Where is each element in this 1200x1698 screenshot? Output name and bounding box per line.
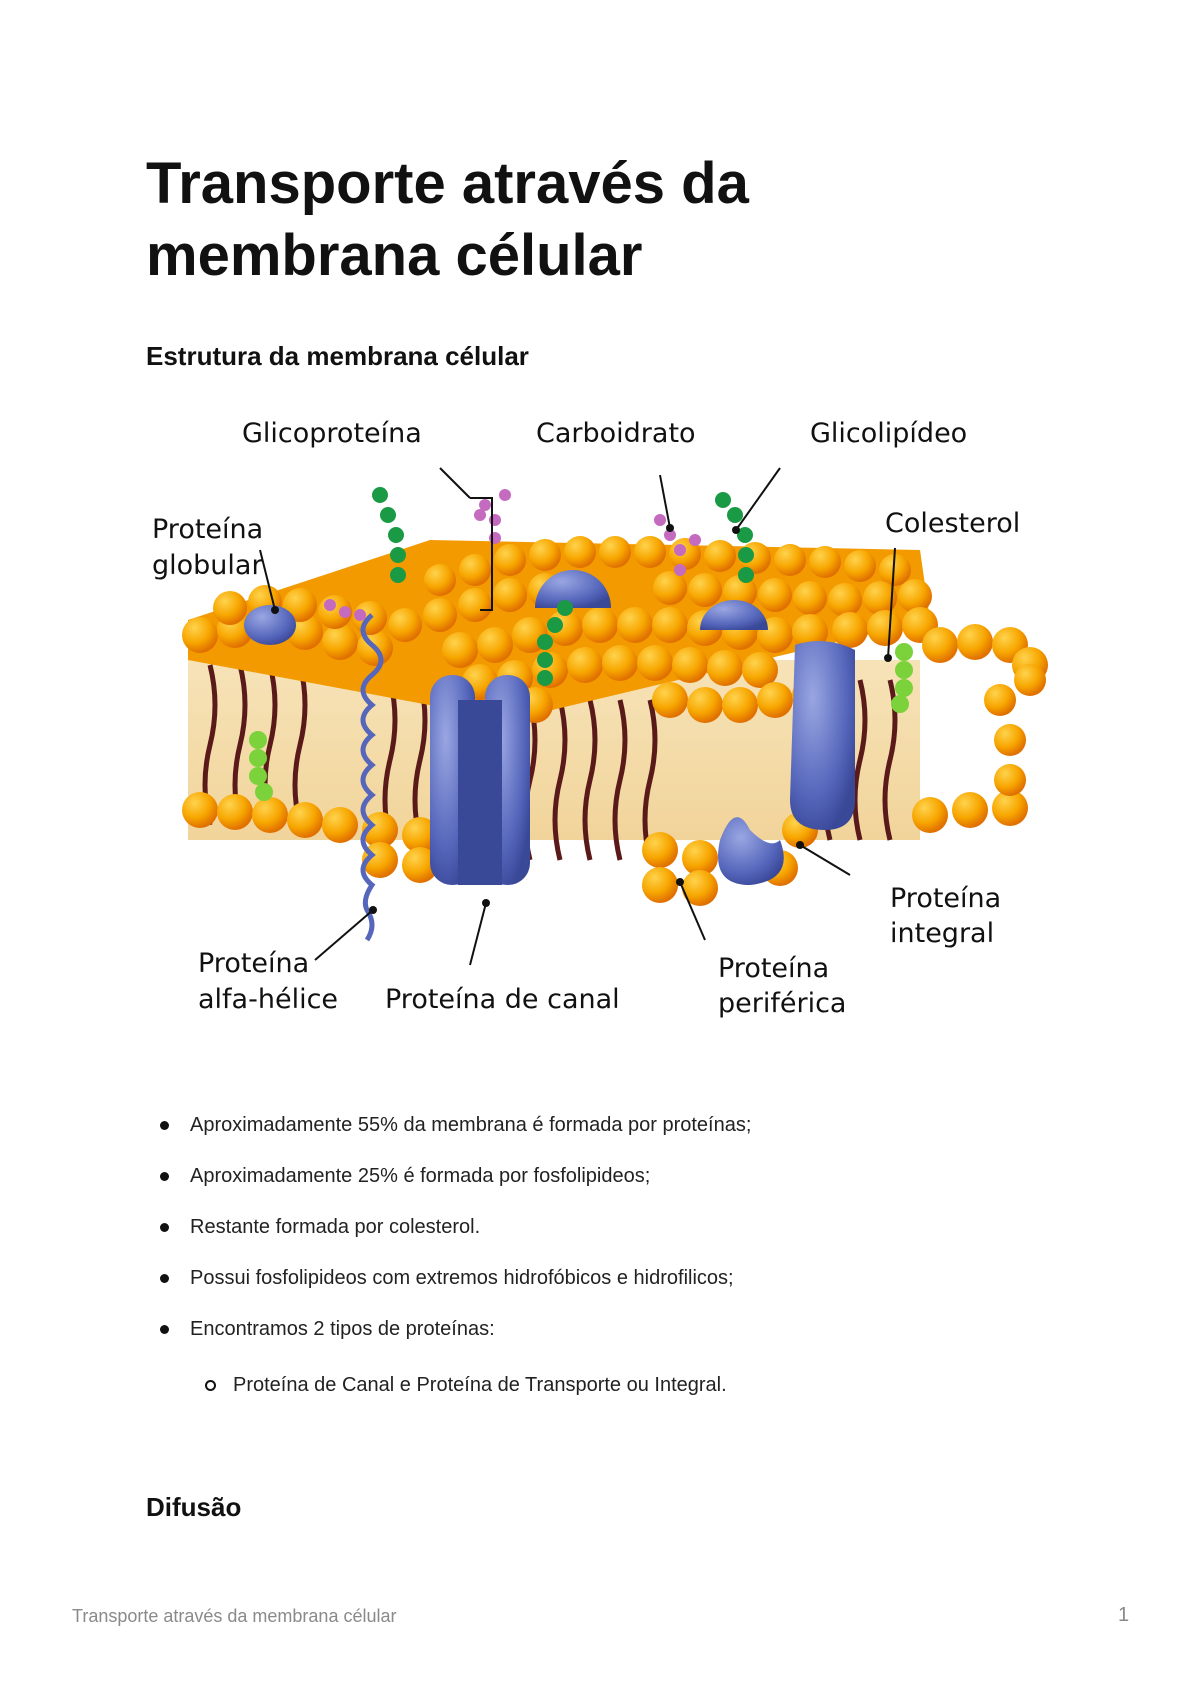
label-carboidrato: Carboidrato	[536, 420, 696, 449]
membrane-bottom-heads	[182, 664, 1046, 906]
label-proteina-globular-1: Proteína	[152, 514, 263, 545]
leader-dots	[271, 524, 892, 914]
label-glicolipideo: Glicolipídeo	[810, 420, 967, 449]
label-proteina-canal: Proteína de canal	[385, 984, 620, 1015]
list-item: Restante formada por colesterol.	[160, 1214, 1060, 1240]
glycan-chains-pink	[324, 489, 701, 621]
glycan-chains-green	[372, 487, 754, 686]
page-title: Transporte através da membrana célular	[146, 148, 1046, 292]
label-proteina-periferica-1: Proteína	[718, 953, 829, 984]
integral-protein	[790, 641, 855, 830]
list-item: Aproximadamente 55% da membrana é formad…	[160, 1112, 1060, 1138]
leader-lines	[259, 467, 896, 966]
list-item: Encontramos 2 tipos de proteínas:	[160, 1316, 1060, 1342]
cholesterol-shape	[249, 643, 913, 801]
label-proteina-integral-2: integral	[890, 918, 994, 949]
label-proteina-alfa-2: alfa-hélice	[198, 984, 338, 1015]
page-title-line1: Transporte através da	[146, 151, 749, 216]
label-proteina-alfa-1: Proteína	[198, 948, 309, 979]
sub-bullet-list: Proteína de Canal e Proteína de Transpor…	[205, 1372, 1005, 1398]
page-title-line2: membrana célular	[146, 223, 643, 288]
label-proteina-periferica-2: periférica	[718, 988, 846, 1019]
page-number: 1	[1118, 1604, 1130, 1626]
label-glicoproteina: Glicoproteína	[242, 420, 422, 449]
sub-list-item: Proteína de Canal e Proteína de Transpor…	[205, 1372, 1005, 1398]
label-proteina-globular-2: globular	[152, 550, 263, 581]
bullet-list: Aproximadamente 55% da membrana é formad…	[160, 1112, 1060, 1367]
list-item: Aproximadamente 25% é formada por fosfol…	[160, 1163, 1060, 1189]
membrane-diagram-svg: Glicoproteína Carboidrato Glicolipídeo P…	[152, 420, 1048, 1019]
label-colesterol: Colesterol	[885, 508, 1020, 539]
membrane-diagram: Glicoproteína Carboidrato Glicolipídeo P…	[140, 420, 1080, 1040]
footer-title: Transporte através da membrana célular	[72, 1606, 397, 1626]
peripheral-protein	[718, 817, 784, 885]
list-item: Possui fosfolipideos com extremos hidrof…	[160, 1265, 1060, 1291]
channel-protein	[430, 675, 530, 885]
alpha-helix	[360, 613, 384, 942]
section-heading-difusao: Difusão	[146, 1492, 242, 1522]
section-heading-estrutura: Estrutura da membrana célular	[146, 341, 529, 371]
globular-proteins	[244, 570, 768, 645]
label-proteina-integral-1: Proteína	[890, 883, 1001, 914]
